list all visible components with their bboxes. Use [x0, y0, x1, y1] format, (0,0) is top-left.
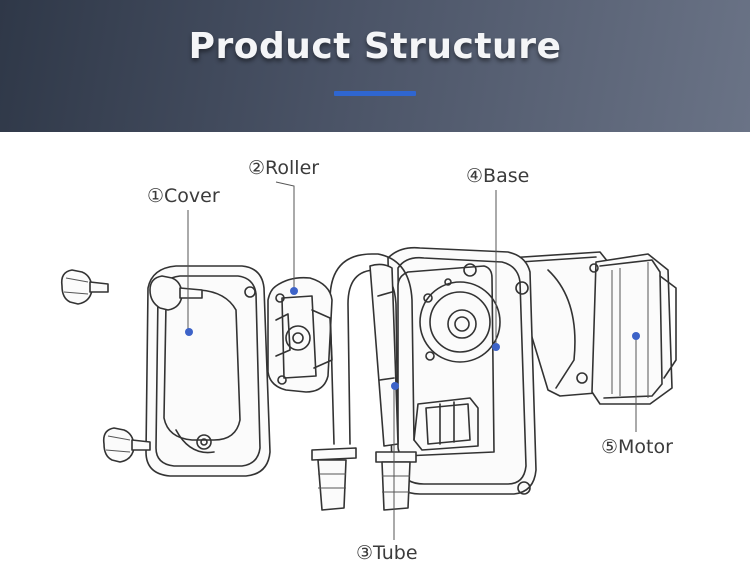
leader-motor [632, 332, 640, 432]
header-banner: Product Structure [0, 0, 750, 132]
marker-base [492, 343, 500, 351]
page-title: Product Structure [188, 26, 562, 67]
label-tube: ③Tube [356, 542, 418, 564]
label-cover: ①Cover [147, 185, 220, 207]
marker-motor [632, 332, 640, 340]
motor-drawing [507, 251, 677, 405]
marker-cover [185, 328, 193, 336]
label-motor: ⑤Motor [601, 436, 673, 458]
roller-drawing [267, 276, 333, 393]
leader-cover [185, 210, 193, 336]
marker-tube [391, 382, 399, 390]
tube-drawing [311, 253, 417, 511]
knob-bottom-drawing [102, 427, 151, 463]
label-base: ④Base [466, 165, 529, 187]
knob-top-drawing [60, 269, 109, 305]
leader-roller [275, 181, 298, 295]
marker-roller [290, 287, 298, 295]
exploded-diagram: ①Cover ②Roller ④Base ⑤Motor ③Tube [0, 132, 750, 582]
leader-base [492, 190, 500, 351]
base-drawing [387, 246, 537, 495]
title-underline [334, 91, 416, 96]
leader-tube [391, 382, 399, 540]
knob-cover-top-drawing [149, 275, 203, 311]
label-roller: ②Roller [248, 157, 319, 179]
